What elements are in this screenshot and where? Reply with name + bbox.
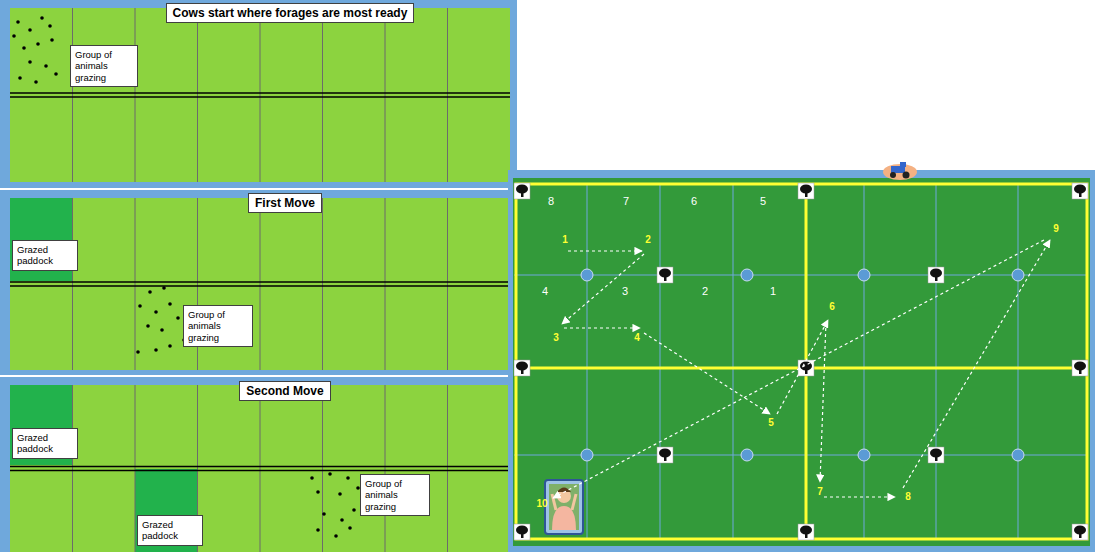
panel-title: Second Move [239, 381, 330, 401]
paddock-number: 5 [760, 196, 766, 207]
move-number: 4 [634, 333, 640, 343]
move-number: 10 [536, 499, 547, 509]
box-text: First Move [255, 196, 315, 210]
tractor-icon [883, 162, 917, 180]
box-text: Group of animals grazing [188, 309, 248, 343]
herd-label-box: Group of animals grazing [70, 45, 138, 87]
paddock-number: 3 [622, 286, 628, 297]
grazed-label-box: Grazed paddock [12, 428, 78, 459]
move-number: 3 [553, 333, 559, 343]
panel-title: Cows start where forages are most ready [166, 3, 415, 23]
paddock-panels [0, 0, 517, 552]
move-number: 9 [1053, 224, 1059, 234]
move-number: 1 [562, 235, 568, 245]
box-text: Grazed paddock [17, 244, 73, 267]
paddock-number: 4 [542, 286, 548, 297]
paddock-number: 6 [691, 196, 697, 207]
paddock-fences [10, 8, 510, 552]
move-number: 6 [829, 302, 835, 312]
farm-map [508, 162, 1095, 552]
box-text: Grazed paddock [17, 432, 73, 455]
box-text: Group of animals grazing [75, 49, 133, 83]
box-text: Cows start where forages are most ready [173, 6, 408, 20]
map-symbols [12, 16, 1088, 540]
move-number: 7 [817, 487, 823, 497]
box-text: Grazed paddock [142, 519, 198, 542]
grazed-label-box: Grazed paddock [137, 515, 203, 546]
panel-title: First Move [248, 193, 322, 213]
farmer-icon [545, 480, 583, 534]
box-text: Second Move [246, 384, 323, 398]
move-path [553, 240, 1050, 498]
move-number: 5 [768, 418, 774, 428]
box-text: Group of animals grazing [365, 478, 425, 512]
paddock-number: 8 [548, 196, 554, 207]
herd-label-box: Group of animals grazing [183, 305, 253, 347]
herd-label-box: Group of animals grazing [360, 474, 430, 516]
paddock-number: 1 [770, 286, 776, 297]
paddock-number: 2 [702, 286, 708, 297]
grazed-label-box: Grazed paddock [12, 240, 78, 271]
move-number: 2 [645, 235, 651, 245]
move-number: 8 [905, 492, 911, 502]
paddock-number: 7 [623, 196, 629, 207]
